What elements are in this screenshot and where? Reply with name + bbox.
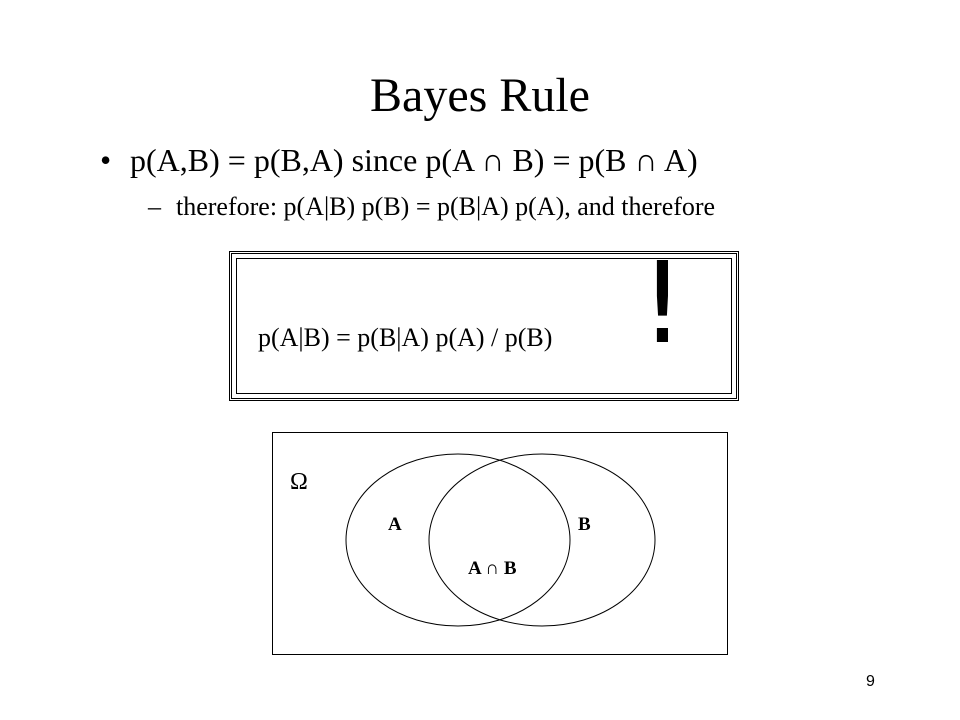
venn-diagram: Ω A B A ∩ B: [272, 432, 728, 655]
intersection-label: A ∩ B: [468, 558, 517, 579]
formula-box-inner-border: [236, 258, 732, 394]
bayes-formula: p(A|B) = p(B|A) p(A) / p(B): [258, 323, 553, 352]
set-b-label: B: [578, 514, 591, 535]
sample-space-rectangle: [272, 432, 728, 655]
bullet-marker: •: [100, 142, 112, 178]
circle-a: [345, 453, 571, 627]
bullet-text: p(A,B) = p(B,A) since p(A ∩ B) = p(B ∩ A…: [130, 142, 698, 178]
circle-b: [428, 453, 656, 627]
slide-title: Bayes Rule: [370, 69, 590, 122]
sub-bullet-marker: –: [148, 192, 161, 221]
omega-label: Ω: [290, 469, 308, 495]
sub-bullet-text: therefore: p(A|B) p(B) = p(B|A) p(A), an…: [176, 192, 716, 221]
formula-box: p(A|B) = p(B|A) p(A) / p(B) !: [229, 239, 739, 401]
set-a-label: A: [388, 514, 402, 535]
exclamation-mark: !: [640, 239, 685, 369]
page-number: 9: [866, 673, 875, 690]
